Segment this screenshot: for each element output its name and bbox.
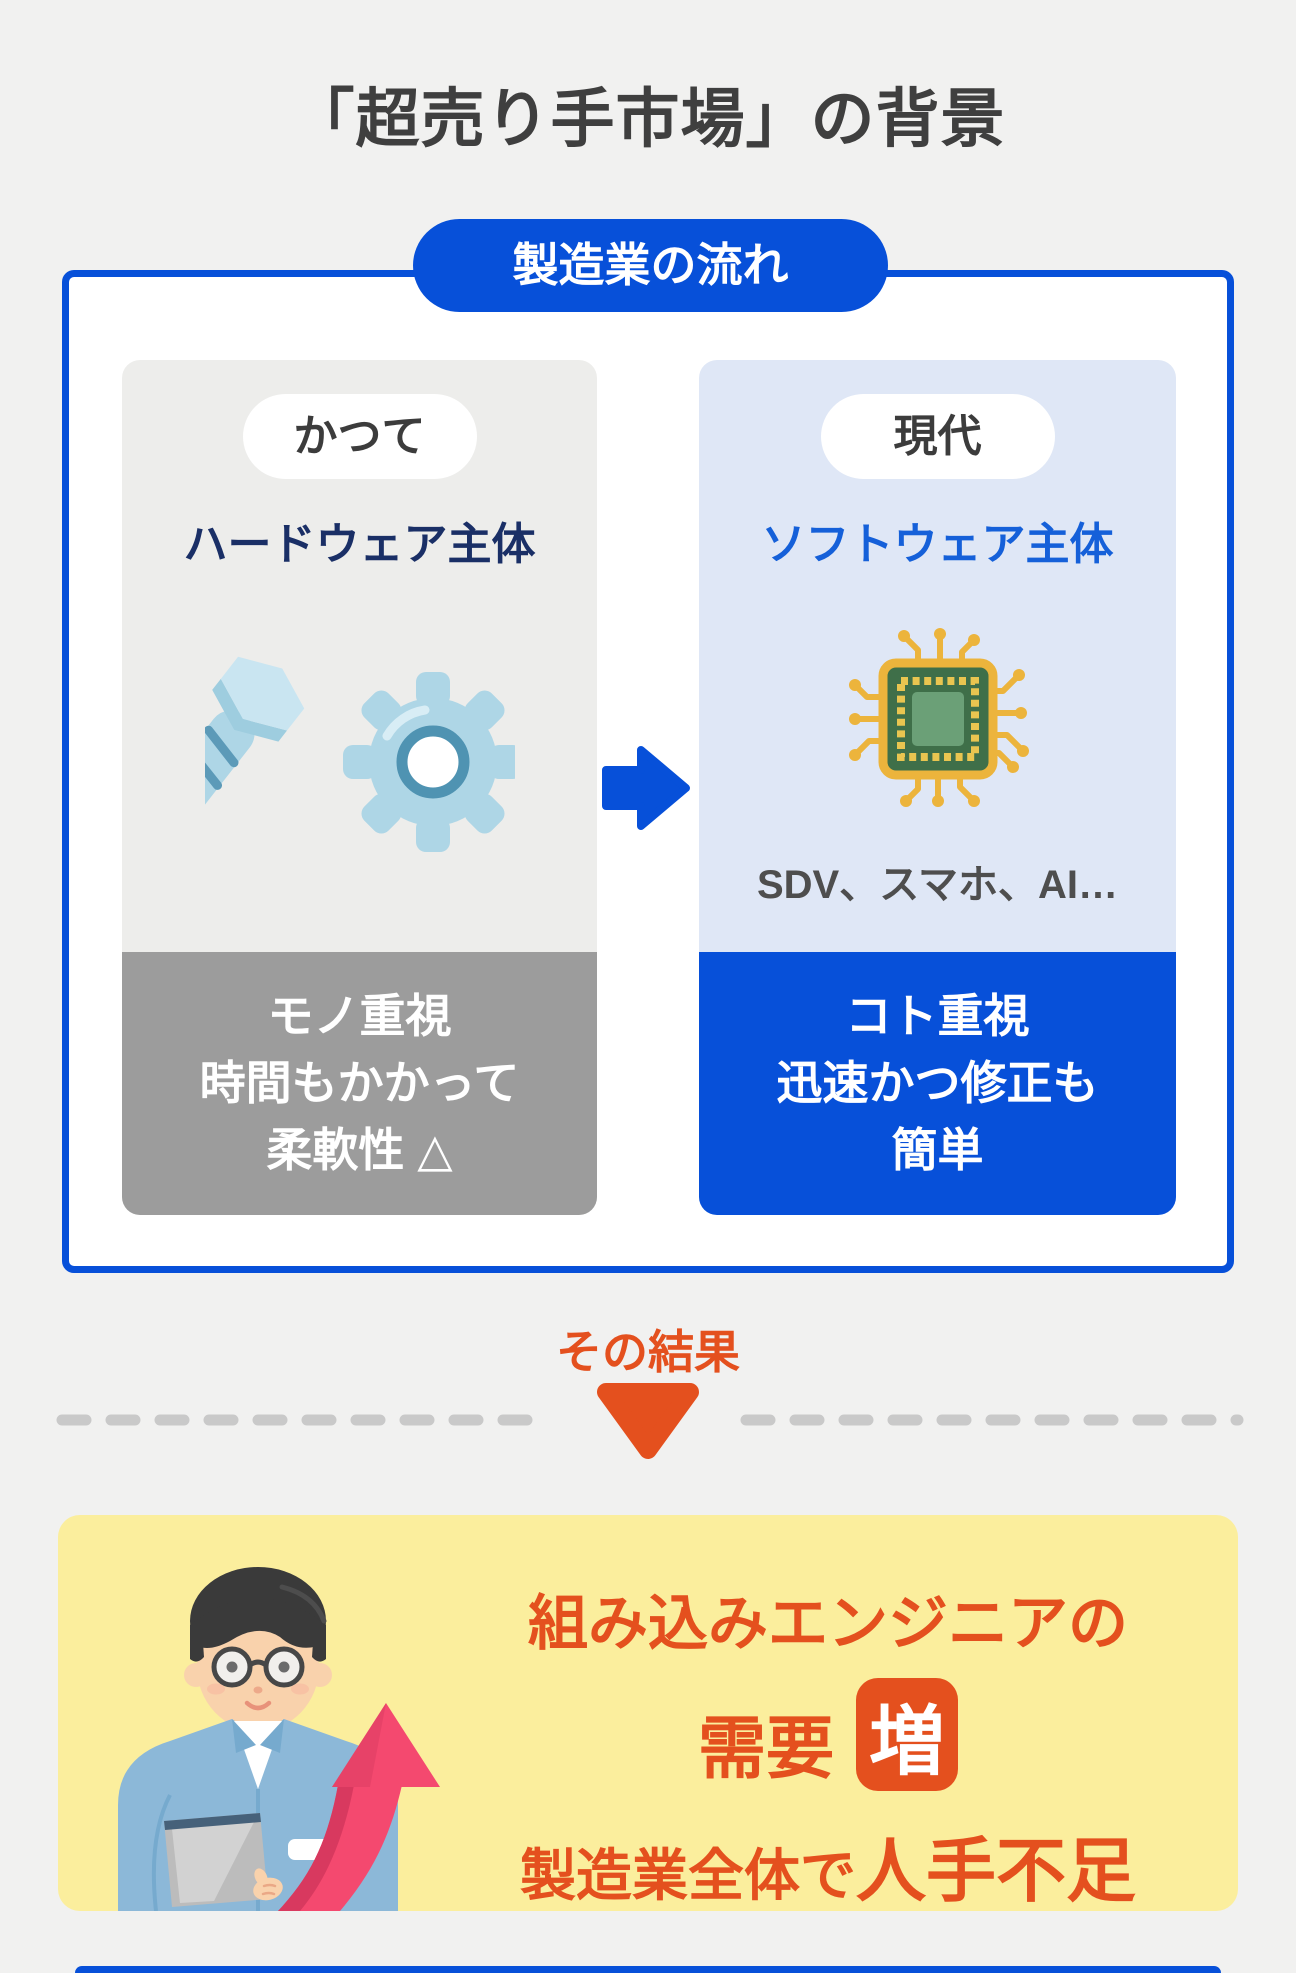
present-note-box: コト重視 迅速かつ修正も 簡単 <box>699 952 1176 1215</box>
past-heading: ハードウェア主体 <box>183 520 536 569</box>
present-heading: ソフトウェア主体 <box>761 520 1114 569</box>
triangle-down-icon <box>597 1383 699 1459</box>
past-card: かつて ハードウェア主体 <box>122 360 597 1215</box>
arrow-right-icon <box>602 746 690 830</box>
engineer-illustration <box>118 1567 440 1911</box>
outcome-line1: 組み込みエンジニアの <box>528 1590 1128 1657</box>
flow-header-badge: 製造業の流れ <box>413 219 888 312</box>
note-line: モノ重視 <box>267 990 452 1042</box>
outcome-line3: 製造業全体で人手不足 <box>428 1815 1228 1911</box>
present-era-pill: 現代 <box>820 394 1055 479</box>
note-line: 柔軟性 △ <box>266 1124 453 1176</box>
outcome-panel: 組み込みエンジニアの 需要 増 製造業全体で人手不足 <box>58 1515 1238 1911</box>
past-note-box: モノ重視 時間もかかって 柔軟性 △ <box>122 952 597 1215</box>
bolt-icon <box>204 656 304 840</box>
microchip-icon <box>848 628 1029 807</box>
bolt-and-gear-icon <box>204 656 515 852</box>
past-era-pill: かつて <box>242 394 477 479</box>
software-examples: SDV、スマホ、AI… <box>756 863 1119 907</box>
present-card: 現代 ソフトウェア主体 SDV、スマホ、AI… コト重視 迅速かつ修正も 簡 <box>699 360 1176 1215</box>
growth-arrow-icon <box>278 1703 440 1911</box>
dashed-divider <box>56 1414 1244 1426</box>
note-line: コト重視 <box>845 990 1030 1042</box>
demand-label: 需要 <box>697 1711 834 1787</box>
result-label: その結果 <box>556 1326 740 1378</box>
note-line: 時間もかかって <box>199 1057 520 1109</box>
demand-row: 需要 増 <box>428 1678 1228 1791</box>
note-line: 迅速かつ修正も <box>776 1057 1099 1109</box>
increase-badge: 増 <box>856 1678 958 1791</box>
outcome-line3-emphasis: 人手不足 <box>856 1832 1136 1910</box>
note-line: 簡単 <box>891 1124 984 1176</box>
outcome-line3-prefix: 製造業全体で <box>520 1844 856 1907</box>
next-section-edge <box>75 1966 1221 1973</box>
page-title: 「超売り手市場」の背景 <box>290 83 1006 155</box>
gear-icon <box>342 672 515 852</box>
outcome-text: 組み込みエンジニアの 需要 増 製造業全体で人手不足 <box>428 1575 1228 1911</box>
